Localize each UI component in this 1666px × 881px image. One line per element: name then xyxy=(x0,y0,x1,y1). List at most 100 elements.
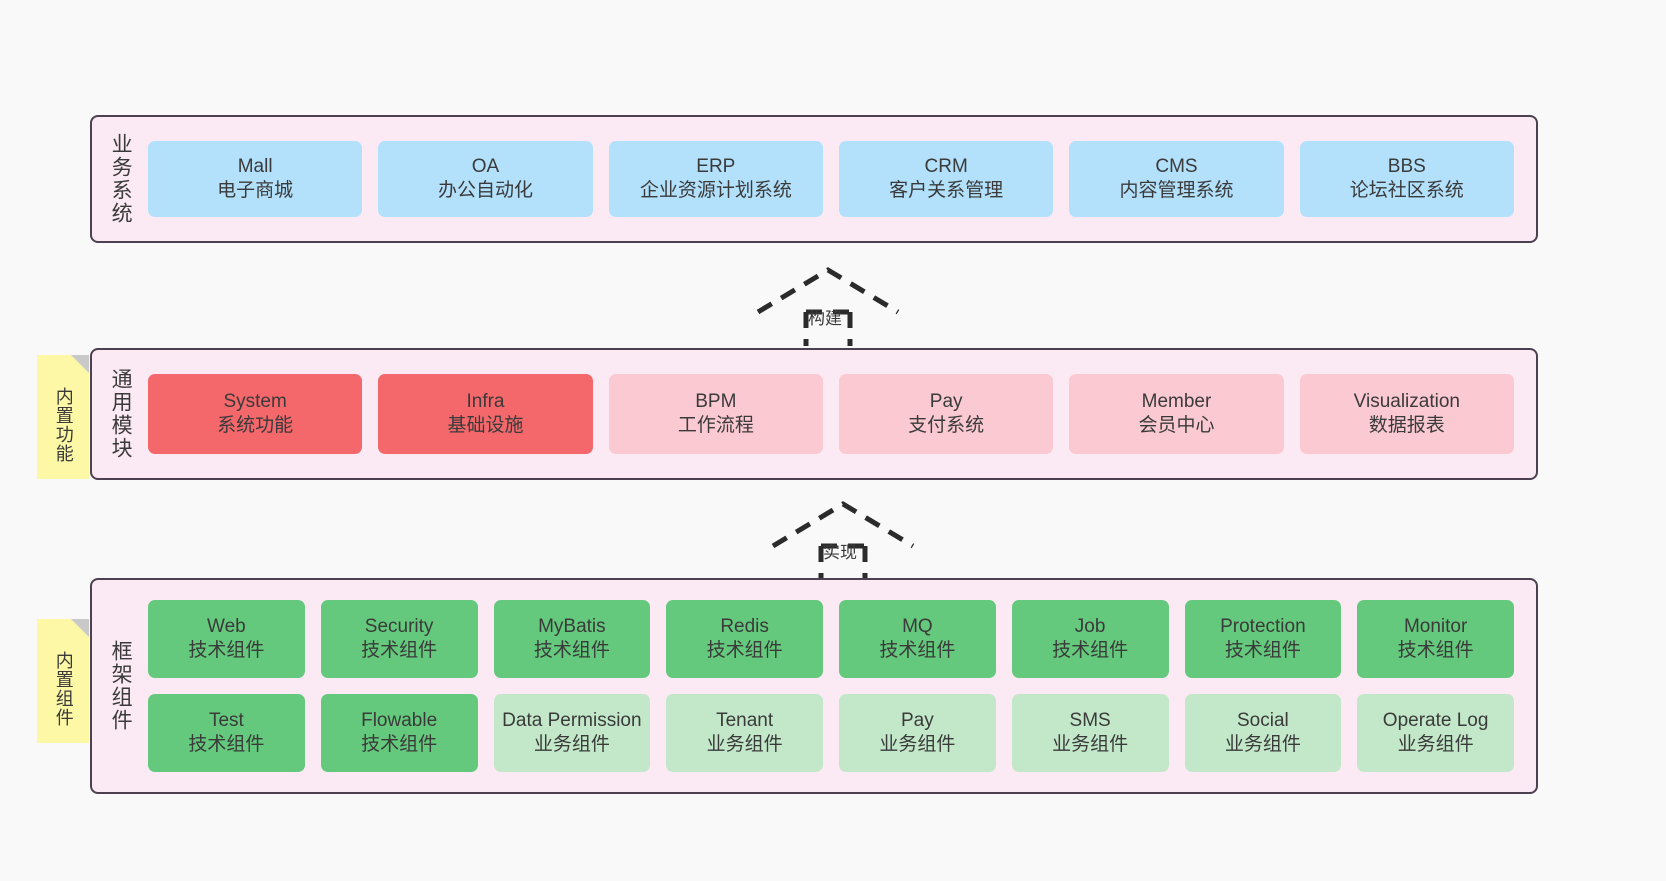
box-job[interactable]: Job 技术组件 xyxy=(1011,600,1169,678)
box-monitor[interactable]: Monitor 技术组件 xyxy=(1357,600,1514,678)
box-title-en: Tenant xyxy=(716,709,774,731)
box-title-en: Infra xyxy=(466,390,505,412)
box-title-cn: 技术组件 xyxy=(1224,640,1301,661)
box-title-en: CMS xyxy=(1155,155,1198,177)
box-data-permission[interactable]: Data Permission 业务组件 xyxy=(493,694,651,772)
cell: System 系统功能 xyxy=(148,374,363,454)
box-title-en: Data Permission xyxy=(502,709,642,731)
cell: Tenant 业务组件 xyxy=(666,694,823,772)
box-member[interactable]: Member 会员中心 xyxy=(1069,374,1284,454)
box-erp[interactable]: ERP 企业资源计划系统 xyxy=(608,141,823,217)
cell: ERP 企业资源计划系统 xyxy=(608,141,823,217)
row-technical-components: Web 技术组件 Security 技术组件 MyBatis 技术组件 xyxy=(148,600,1514,678)
box-tenant[interactable]: Tenant 业务组件 xyxy=(666,694,823,772)
layer-common-module: 通用模块 System 系统功能 Infra 基础设施 xyxy=(90,348,1538,480)
box-title-en: SMS xyxy=(1069,709,1111,731)
connector-label-build: 构建 xyxy=(808,309,842,328)
cell: CMS 内容管理系统 xyxy=(1069,141,1284,217)
box-title-cn: 业务组件 xyxy=(533,734,610,755)
box-title-cn: 支付系统 xyxy=(908,415,985,436)
box-flowable[interactable]: Flowable 技术组件 xyxy=(320,694,478,772)
connector-label-implement: 实现 xyxy=(823,543,857,562)
cell: BBS 论坛社区系统 xyxy=(1299,141,1514,217)
box-title-cn: 技术组件 xyxy=(1052,640,1129,661)
note-fold-icon xyxy=(71,619,89,637)
box-title-cn: 技术组件 xyxy=(533,640,610,661)
box-title-en: MQ xyxy=(902,615,933,637)
box-security[interactable]: Security 技术组件 xyxy=(320,600,478,678)
cell: Web 技术组件 xyxy=(148,600,305,678)
cell: Visualization 数据报表 xyxy=(1299,374,1514,454)
box-title-en: Job xyxy=(1074,615,1106,637)
generalization-arrow-icon xyxy=(756,267,900,346)
cell: Infra 基础设施 xyxy=(378,374,593,454)
cell: Monitor 技术组件 xyxy=(1357,600,1514,678)
box-title-cn: 技术组件 xyxy=(1397,640,1474,661)
box-mybatis[interactable]: MyBatis 技术组件 xyxy=(493,600,651,678)
box-title-en: Security xyxy=(364,615,434,637)
box-crm[interactable]: CRM 客户关系管理 xyxy=(838,141,1054,217)
box-system[interactable]: System 系统功能 xyxy=(148,374,363,454)
cell: Mall 电子商城 xyxy=(148,141,363,217)
box-title-cn: 技术组件 xyxy=(188,734,265,755)
box-title-en: Monitor xyxy=(1403,615,1468,637)
box-title-cn: 技术组件 xyxy=(361,640,438,661)
box-visualization[interactable]: Visualization 数据报表 xyxy=(1299,374,1514,454)
box-title-cn: 业务组件 xyxy=(706,734,783,755)
box-mq[interactable]: MQ 技术组件 xyxy=(839,600,996,678)
layer-title-business-system: 业务系统 xyxy=(109,133,133,225)
note-builtin-component: 内置组件 xyxy=(37,619,89,743)
layer-body-common-module: System 系统功能 Infra 基础设施 BPM 工作流程 xyxy=(148,350,1536,478)
cell: Pay 支付系统 xyxy=(838,374,1054,454)
box-title-cn: 企业资源计划系统 xyxy=(639,180,792,201)
box-sms[interactable]: SMS 业务组件 xyxy=(1011,694,1169,772)
box-title-cn: 工作流程 xyxy=(677,415,754,436)
box-redis[interactable]: Redis 技术组件 xyxy=(666,600,823,678)
box-bpm[interactable]: BPM 工作流程 xyxy=(608,374,823,454)
layer-body-business-system: Mall 电子商城 OA 办公自动化 ERP 企业资源计划系统 xyxy=(148,117,1536,241)
box-protection[interactable]: Protection 技术组件 xyxy=(1184,600,1342,678)
box-title-en: BBS xyxy=(1387,155,1426,177)
box-web[interactable]: Web 技术组件 xyxy=(148,600,305,678)
layer-framework-component: 框架组件 Web 技术组件 Security 技术组件 xyxy=(90,578,1538,794)
box-title-cn: 技术组件 xyxy=(188,640,265,661)
cell: MQ 技术组件 xyxy=(839,600,996,678)
layer-business-system: 业务系统 Mall 电子商城 OA 办公自动化 E xyxy=(90,115,1538,243)
box-title-cn: 业务组件 xyxy=(1397,734,1474,755)
note-fold-icon xyxy=(71,355,89,373)
box-title-en: Web xyxy=(207,615,246,637)
box-title-en: CRM xyxy=(924,155,968,177)
connector-build: 构建 xyxy=(750,258,910,346)
box-cms[interactable]: CMS 内容管理系统 xyxy=(1069,141,1284,217)
box-title-cn: 内容管理系统 xyxy=(1119,180,1234,201)
cell: OA 办公自动化 xyxy=(378,141,593,217)
box-title-cn: 业务组件 xyxy=(1224,734,1301,755)
box-mall[interactable]: Mall 电子商城 xyxy=(148,141,363,217)
box-operate-log[interactable]: Operate Log 业务组件 xyxy=(1357,694,1514,772)
box-test[interactable]: Test 技术组件 xyxy=(148,694,305,772)
cell: Member 会员中心 xyxy=(1069,374,1284,454)
box-title-en: Member xyxy=(1141,390,1212,412)
box-title-en: OA xyxy=(471,155,500,177)
cell: MyBatis 技术组件 xyxy=(493,600,651,678)
box-pay-component[interactable]: Pay 业务组件 xyxy=(839,694,996,772)
box-pay-module[interactable]: Pay 支付系统 xyxy=(838,374,1054,454)
box-bbs[interactable]: BBS 论坛社区系统 xyxy=(1299,141,1514,217)
connector-implement: 实现 xyxy=(765,492,925,580)
box-title-cn: 系统功能 xyxy=(217,415,294,436)
cell: Test 技术组件 xyxy=(148,694,305,772)
box-title-cn: 技术组件 xyxy=(879,640,956,661)
box-social[interactable]: Social 业务组件 xyxy=(1184,694,1342,772)
cell: Security 技术组件 xyxy=(320,600,478,678)
note-builtin-function: 内置功能 xyxy=(37,355,89,479)
box-title-en: Pay xyxy=(901,709,934,731)
row-business-components: Test 技术组件 Flowable 技术组件 Data Permission … xyxy=(148,694,1514,772)
box-oa[interactable]: OA 办公自动化 xyxy=(378,141,593,217)
box-infra[interactable]: Infra 基础设施 xyxy=(378,374,593,454)
box-title-en: BPM xyxy=(695,390,737,412)
box-title-en: System xyxy=(223,390,287,412)
box-title-cn: 技术组件 xyxy=(706,640,783,661)
box-title-cn: 数据报表 xyxy=(1368,415,1445,436)
note-label: 内置组件 xyxy=(53,651,74,727)
note-label: 内置功能 xyxy=(53,387,74,463)
